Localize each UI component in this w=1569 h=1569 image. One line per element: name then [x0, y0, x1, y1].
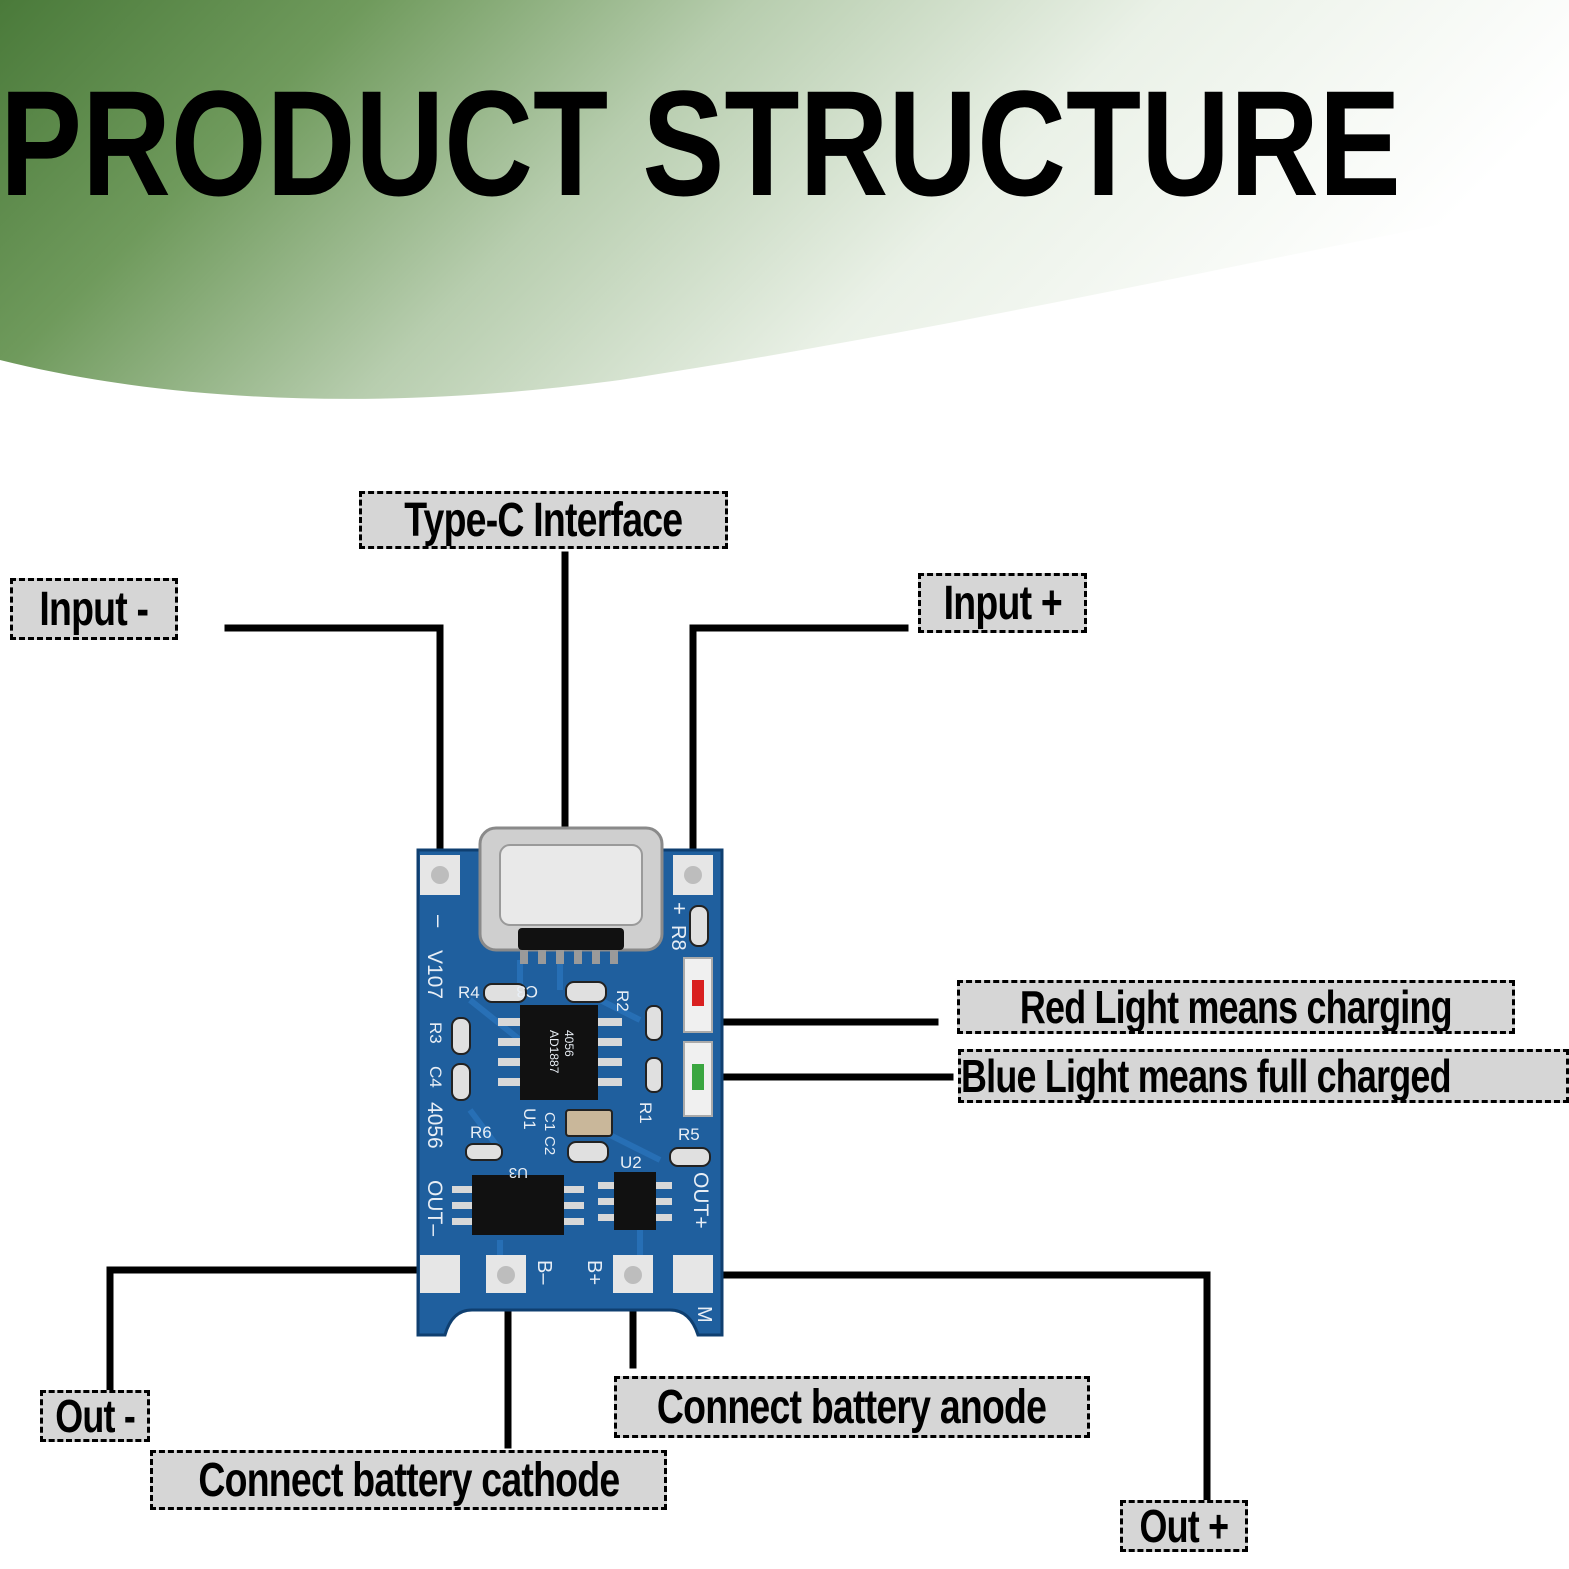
led-red — [683, 957, 713, 1033]
silk-r3: R3 — [426, 1022, 445, 1044]
silk-c2: C2 — [541, 1136, 558, 1155]
silk-r4: R4 — [458, 983, 480, 1002]
pad-out-minus — [420, 1255, 460, 1293]
chip-code-1: 4056 — [562, 1030, 576, 1057]
leader-out-minus — [106, 1266, 444, 1394]
silk-r2: R2 — [613, 990, 632, 1012]
label-blue-light: Blue Light means full charged — [958, 1049, 1569, 1103]
banner-wave — [0, 0, 1569, 399]
label-input-minus: Input - — [10, 578, 178, 640]
label-out-minus: Out - — [40, 1390, 150, 1442]
silk-r1: R1 — [636, 1102, 655, 1124]
silk-u3: U3 — [509, 1164, 528, 1181]
silk-m: M — [693, 1306, 715, 1323]
silk-u2: U2 — [620, 1153, 642, 1172]
charger-pcb: 4056 AD1887 — [416, 826, 724, 1337]
label-input-plus: Input + — [918, 573, 1087, 633]
label-battery-anode: Connect battery anode — [614, 1376, 1090, 1438]
silk-b-plus: B+ — [583, 1260, 605, 1285]
silk-b-minus: B– — [533, 1260, 555, 1285]
silkscreen: – + R8 V107 R4 C3 R2 R3 C4 U1 C1 C2 R1 R… — [423, 902, 715, 1323]
usb-c-connector — [478, 826, 664, 964]
pad-out-plus — [673, 1255, 713, 1293]
silk-minus: – — [427, 915, 452, 928]
silk-version: V107 — [423, 950, 446, 999]
label-out-plus: Out + — [1120, 1500, 1248, 1552]
passive-components — [451, 905, 711, 1167]
leader-input-plus — [689, 624, 909, 879]
label-red-light: Red Light means charging — [957, 980, 1515, 1034]
label-battery-cathode: Connect battery cathode — [150, 1450, 667, 1510]
silk-plus: + — [667, 902, 692, 915]
silk-r5: R5 — [678, 1125, 700, 1144]
charger-chip-u1: 4056 AD1887 — [498, 1005, 622, 1100]
chip-code-2: AD1887 — [547, 1030, 561, 1074]
protection-chip-u3 — [452, 1175, 584, 1235]
silk-r6: R6 — [470, 1123, 492, 1142]
silk-out-plus: OUT+ — [689, 1172, 712, 1229]
silk-c3: C3 — [516, 982, 538, 1001]
led-blue — [683, 1041, 713, 1117]
leader-input-minus — [224, 624, 444, 879]
protection-chip-u2 — [598, 1172, 672, 1230]
silk-out-minus: OUT– — [423, 1180, 446, 1236]
leader-out-plus — [689, 1271, 1211, 1502]
label-type-c-interface: Type-C Interface — [359, 491, 728, 549]
silk-model: 4056 — [423, 1102, 446, 1149]
silk-c4: C4 — [426, 1066, 445, 1088]
silk-r8: R8 — [667, 925, 689, 951]
header-banner — [0, 0, 1569, 399]
silk-c1: C1 — [541, 1112, 558, 1131]
silk-u1: U1 — [520, 1108, 539, 1130]
